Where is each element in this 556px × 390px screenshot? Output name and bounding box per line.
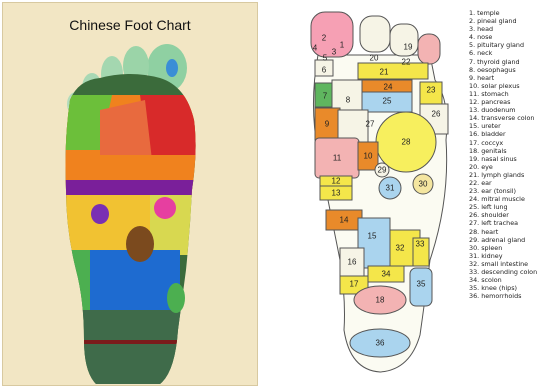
zone-label: 11 xyxy=(333,154,342,163)
legend-item: 25. left lung xyxy=(469,203,555,211)
legend-item: 24. mitral muscle xyxy=(469,195,555,203)
zone-label: 29 xyxy=(378,166,387,175)
legend-item: 19. nasal sinus xyxy=(469,155,555,163)
chinese-foot-illustration xyxy=(0,0,260,390)
zone-label: 35 xyxy=(417,280,426,289)
zone-label: 15 xyxy=(368,232,377,241)
zone-label: 24 xyxy=(384,83,393,92)
legend-item: 22. ear xyxy=(469,179,555,187)
legend-item: 4. nose xyxy=(469,33,555,41)
legend-item: 26. shoulder xyxy=(469,211,555,219)
legend-item: 7. thyroid gland xyxy=(469,58,555,66)
zone-label: 10 xyxy=(364,152,373,161)
zone-label: 3 xyxy=(332,48,337,57)
sole-zones xyxy=(60,70,200,390)
toe-fourth-block xyxy=(418,34,440,64)
zone-label: 19 xyxy=(404,43,413,52)
zone-label: 18 xyxy=(376,296,385,305)
legend-item: 32. small intestine xyxy=(469,260,555,268)
legend-item: 2. pineal gland xyxy=(469,17,555,25)
zone-label: 6 xyxy=(322,66,327,75)
legend-item: 31. kidney xyxy=(469,252,555,260)
zone-label: 13 xyxy=(332,189,341,198)
legend-item: 15. ureter xyxy=(469,122,555,130)
zone-label: 7 xyxy=(323,92,328,101)
legend-item: 5. pituitary gland xyxy=(469,41,555,49)
zone-label: 4 xyxy=(313,44,318,53)
legend-item: 18. genitals xyxy=(469,147,555,155)
legend-item: 30. spleen xyxy=(469,244,555,252)
legend-item: 20. eye xyxy=(469,163,555,171)
legend-item: 12. pancreas xyxy=(469,98,555,106)
zone-label: 27 xyxy=(366,120,375,129)
legend-item: 11. stomach xyxy=(469,90,555,98)
spot-green xyxy=(167,283,185,313)
legend-item: 17. coccyx xyxy=(469,139,555,147)
legend-item: 6. neck xyxy=(469,49,555,57)
toe-second-block xyxy=(360,16,390,52)
zone-label: 14 xyxy=(340,216,349,225)
spot-pink xyxy=(154,197,176,219)
legend-item: 13. duodenum xyxy=(469,106,555,114)
legend-item: 28. heart xyxy=(469,228,555,236)
legend-item: 16. bladder xyxy=(469,130,555,138)
zone-label: 26 xyxy=(432,110,441,119)
legend-item: 29. adrenal gland xyxy=(469,236,555,244)
zone-label: 12 xyxy=(332,177,341,186)
zone-label: 17 xyxy=(350,280,359,289)
zone-label: 1 xyxy=(340,41,345,50)
legend-item: 14. transverse colon xyxy=(469,114,555,122)
zone-label: 25 xyxy=(383,97,392,106)
legend-item: 9. heart xyxy=(469,74,555,82)
legend-item: 33. descending colon xyxy=(469,268,555,276)
spot-purple xyxy=(91,204,109,224)
legend-item: 8. oesophagus xyxy=(469,66,555,74)
zone-label: 21 xyxy=(380,68,389,77)
spot-brown xyxy=(126,226,154,262)
legend-item: 23. ear (tonsil) xyxy=(469,187,555,195)
zone-label: 28 xyxy=(402,138,411,147)
zone-label: 2 xyxy=(322,34,327,43)
legend-item: 27. left trachea xyxy=(469,219,555,227)
legend-item: 35. knee (hips) xyxy=(469,284,555,292)
zone-label: 16 xyxy=(348,258,357,267)
zone-label: 32 xyxy=(396,244,405,253)
zone-label: 33 xyxy=(416,240,425,249)
zone-label: 20 xyxy=(370,54,379,63)
legend-item: 36. hemorrhoids xyxy=(469,292,555,300)
zone-label: 30 xyxy=(419,180,428,189)
zone-label: 8 xyxy=(346,96,351,105)
legend-item: 34. scolon xyxy=(469,276,555,284)
numbered-foot-chart: 1 2 3 4 5 6 7 8 9 10 11 12 13 14 15 16 1… xyxy=(260,0,470,390)
legend-item: 10. solar plexus xyxy=(469,82,555,90)
zone-label: 22 xyxy=(402,58,411,67)
zone-label: 36 xyxy=(376,339,385,348)
legend-item: 21. lymph glands xyxy=(469,171,555,179)
legend-item: 1. temple xyxy=(469,9,555,17)
zone-label: 5 xyxy=(323,54,328,63)
zone-label: 34 xyxy=(382,270,391,279)
zone-label: 23 xyxy=(427,86,436,95)
legend-item: 3. head xyxy=(469,25,555,33)
zone-label: 9 xyxy=(325,120,330,129)
zone-label: 31 xyxy=(386,184,395,193)
